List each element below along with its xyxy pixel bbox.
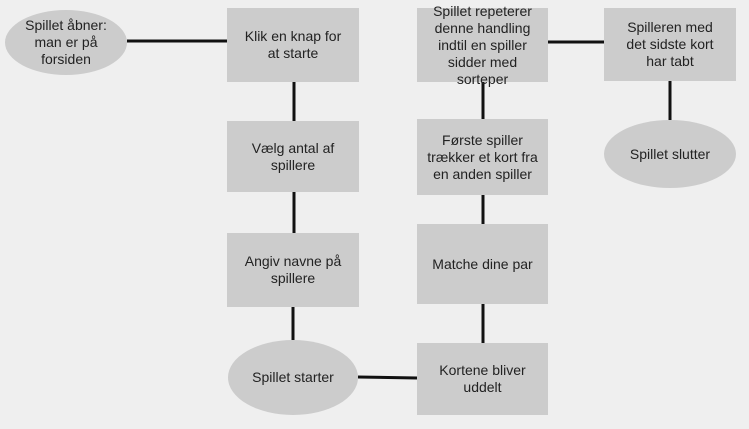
- node-label: Klik en knap for at starte: [244, 28, 342, 61]
- node-players: Vælg antal af spillere: [227, 121, 359, 192]
- node-label: Kortene bliver uddelt: [439, 362, 526, 395]
- node-label: Spillet åbner: man er på forsiden: [25, 17, 107, 67]
- edge-game-starts-to-deal: [357, 375, 418, 380]
- node-label: Spilleren med det sidste kort har tabt: [626, 19, 714, 69]
- node-label: Vælg antal af spillere: [251, 139, 335, 173]
- node-repeat: Spillet repeterer denne handling indtil …: [417, 3, 548, 87]
- node-end: Spillet slutter: [604, 120, 736, 188]
- node-match: Matche dine par: [417, 224, 548, 304]
- node-label: Første spiller trækker et kort fra en an…: [427, 131, 538, 182]
- node-click: Klik en knap for at starte: [227, 8, 359, 82]
- node-label: Spillet repeterer denne handling indtil …: [433, 2, 532, 87]
- node-label: Angiv navne på spillere: [244, 253, 342, 286]
- node-label: Spillet slutter: [629, 145, 711, 162]
- node-label: Spillet starter: [252, 369, 334, 385]
- node-game-starts: Spillet starter: [228, 340, 358, 415]
- node-draw: Første spiller trækker et kort fra en an…: [417, 119, 548, 195]
- node-loser: Spilleren med det sidste kort har tabt: [604, 8, 736, 81]
- node-names: Angiv navne på spillere: [227, 233, 359, 307]
- node-label: Matche dine par: [432, 255, 533, 272]
- node-start: Spillet åbner: man er på forsiden: [5, 10, 127, 75]
- node-deal: Kortene bliver uddelt: [417, 343, 548, 415]
